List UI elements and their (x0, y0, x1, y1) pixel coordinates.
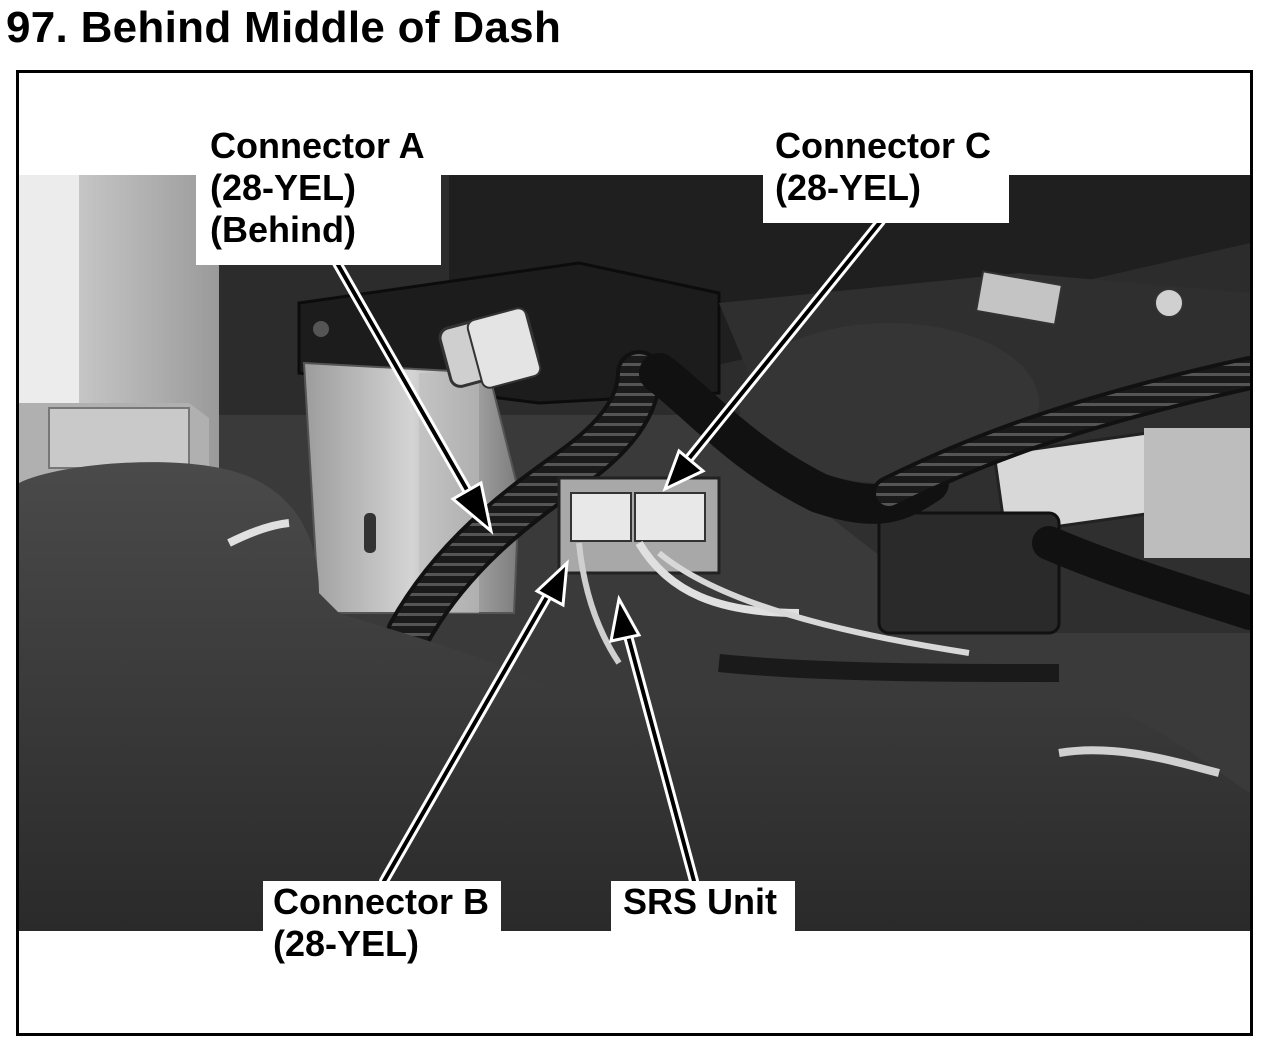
bolt (438, 307, 542, 389)
connector-a-color: (28-YEL) (210, 167, 357, 208)
srs-unit (557, 476, 970, 665)
connector-c-label: Connector C (28-YEL) (763, 125, 1009, 223)
srs-unit-label: SRS Unit (611, 881, 796, 937)
connector-b-label: Connector B (28-YEL) (263, 881, 501, 965)
figure-frame: Connector A (28-YEL) (Behind) Connector … (16, 70, 1253, 1036)
photo (19, 175, 1250, 931)
connector-a-label: Connector A (28-YEL) (Behind) (196, 125, 441, 265)
connector-c-name: Connector C (775, 125, 991, 166)
connector-a-location: (Behind) (210, 209, 356, 250)
connector-a-arrow (332, 258, 494, 535)
wire-harnesses (386, 350, 1250, 656)
connector-b-color: (28-YEL) (273, 923, 420, 964)
connector-a-name: Connector A (210, 125, 425, 166)
page-title: 97. Behind Middle of Dash (6, 3, 562, 52)
connector-c-color: (28-YEL) (775, 167, 922, 208)
connector-c-arrow (662, 216, 886, 492)
left-vent-panel (19, 175, 219, 493)
carpet (19, 462, 1250, 931)
srs-unit-name: SRS Unit (623, 881, 778, 922)
connector-b-name: Connector B (273, 881, 489, 922)
connector-b-arrow (379, 559, 569, 886)
pointer-arrows (332, 216, 886, 886)
srs-unit-arrow (609, 594, 699, 886)
